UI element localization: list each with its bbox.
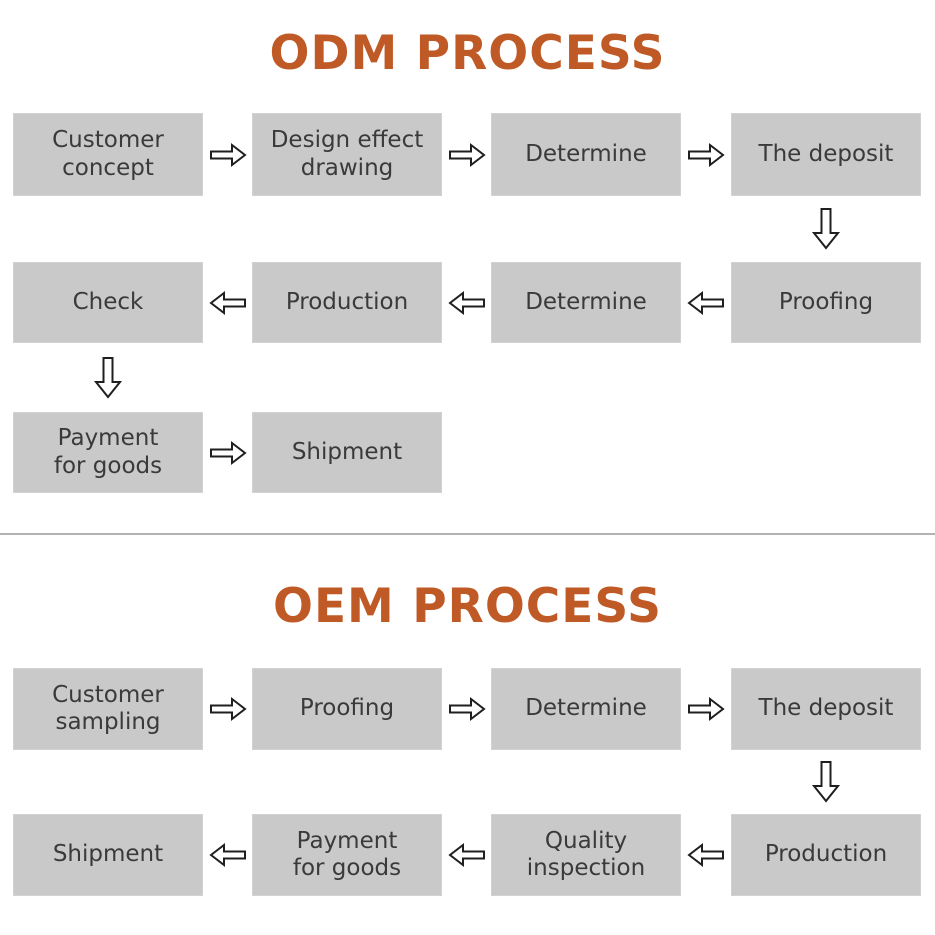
odm-section-title: ODM PROCESS: [269, 26, 666, 81]
arrow-left-icon: [681, 814, 731, 896]
arrow-right-icon: [442, 113, 491, 196]
box-payment-for-goods-oem: Payment for goods: [252, 814, 442, 896]
arrow-left-icon: [203, 262, 252, 343]
box-the-deposit-odm: The deposit: [731, 113, 921, 196]
arrow-left-icon: [442, 262, 491, 343]
arrow-down-icon: [731, 196, 921, 262]
arrow-right-icon: [442, 668, 491, 750]
arrow-left-icon: [681, 262, 731, 343]
box-production-oem: Production: [731, 814, 921, 896]
box-the-deposit-oem: The deposit: [731, 668, 921, 750]
box-determine-odm-2: Determine: [491, 262, 681, 343]
arrow-right-icon: [203, 668, 252, 750]
arrow-down-icon: [13, 343, 203, 412]
arrow-left-icon: [442, 814, 491, 896]
box-quality-inspection: Quality inspection: [491, 814, 681, 896]
arrow-right-icon: [203, 113, 252, 196]
arrow-right-icon: [203, 412, 252, 493]
box-customer-sampling: Customer sampling: [13, 668, 203, 750]
box-design-effect-drawing: Design effect drawing: [252, 113, 442, 196]
oem-flowchart: Customer sampling Proofing Determine The…: [13, 668, 921, 896]
odm-flowchart: Customer concept Design effect drawing D…: [13, 113, 921, 493]
box-check: Check: [13, 262, 203, 343]
box-determine-oem: Determine: [491, 668, 681, 750]
oem-section-title: OEM PROCESS: [273, 579, 662, 634]
arrow-right-icon: [681, 113, 731, 196]
section-divider: [0, 533, 935, 535]
box-proofing-oem: Proofing: [252, 668, 442, 750]
box-payment-for-goods-odm: Payment for goods: [13, 412, 203, 493]
box-shipment-oem: Shipment: [13, 814, 203, 896]
box-determine-odm-1: Determine: [491, 113, 681, 196]
arrow-right-icon: [681, 668, 731, 750]
box-production-odm: Production: [252, 262, 442, 343]
box-shipment-odm: Shipment: [252, 412, 442, 493]
box-proofing-odm: Proofing: [731, 262, 921, 343]
arrow-down-icon: [731, 750, 921, 814]
box-customer-concept: Customer concept: [13, 113, 203, 196]
arrow-left-icon: [203, 814, 252, 896]
